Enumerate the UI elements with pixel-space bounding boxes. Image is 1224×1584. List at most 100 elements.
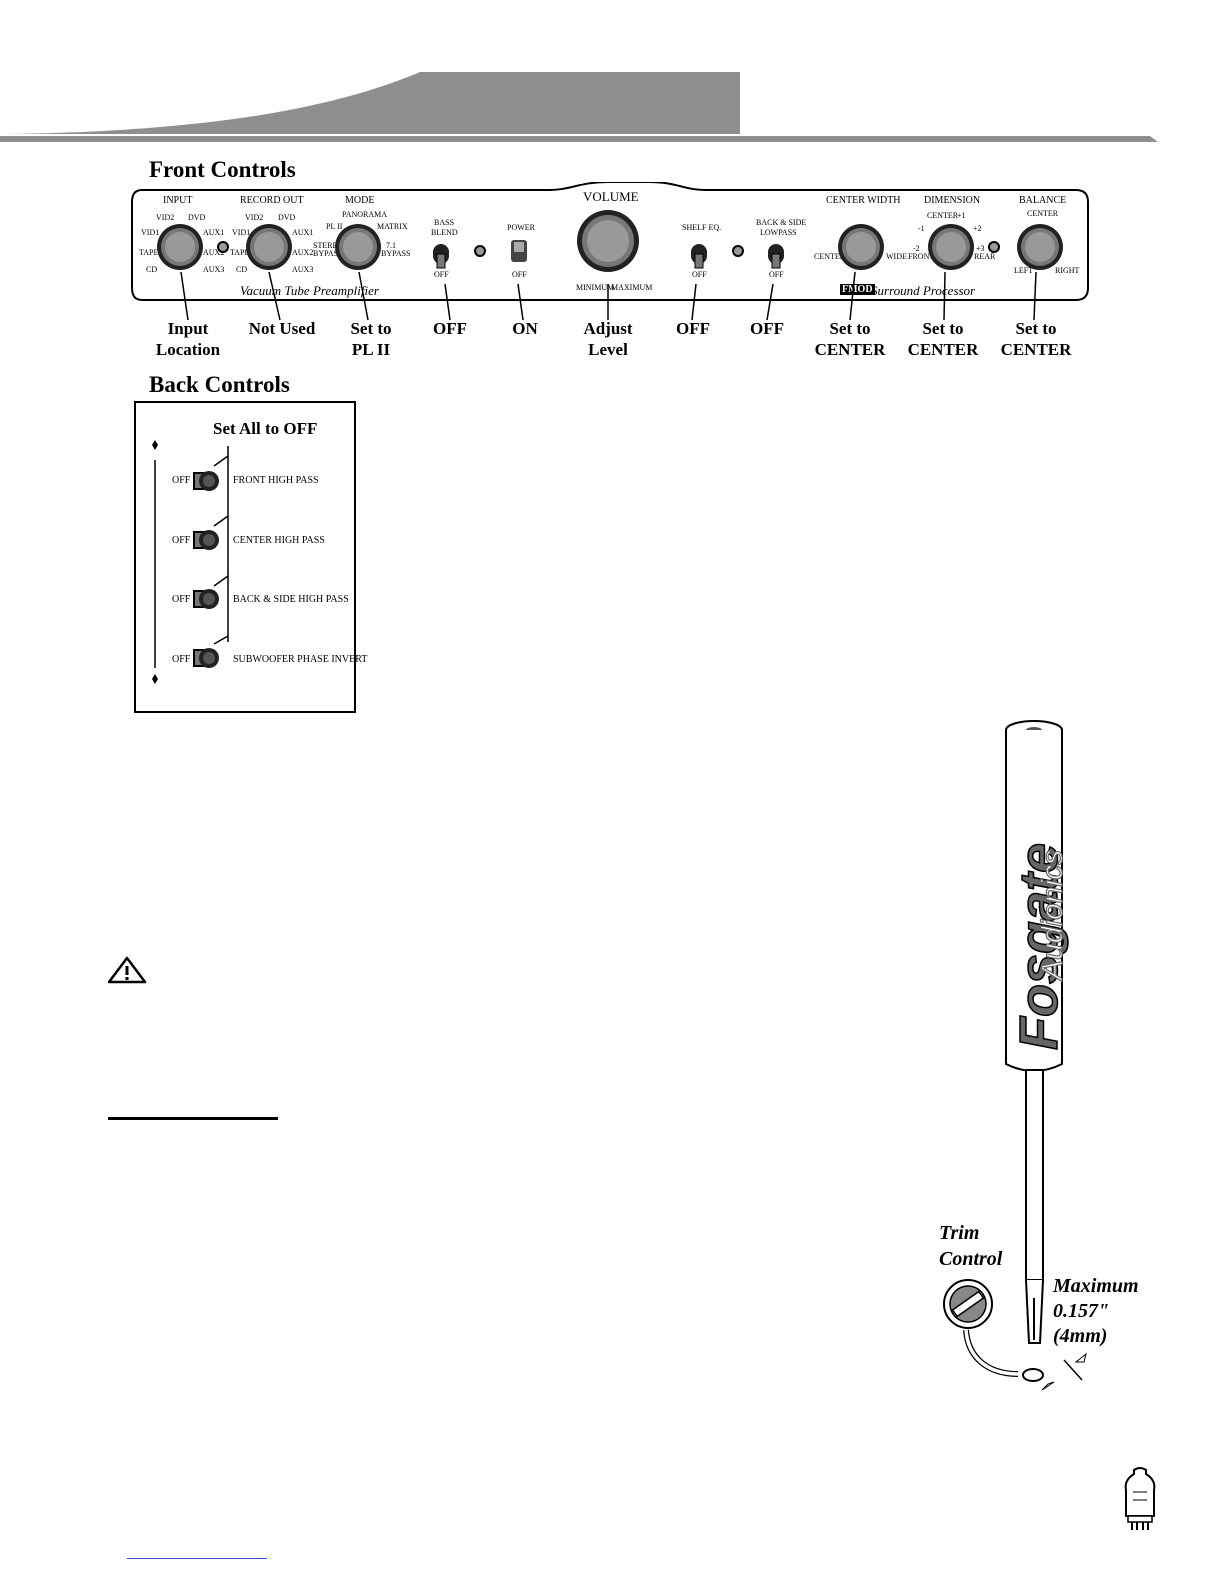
callout-record-out: Not Used [248, 319, 316, 338]
center-width-knob[interactable] [836, 222, 886, 272]
warning-triangle-icon [108, 956, 147, 984]
volume-knob[interactable] [576, 208, 640, 280]
subwoofer-phase-switch[interactable] [193, 645, 223, 671]
callout-bass-blend: OFF [433, 319, 467, 338]
back-side-switch[interactable] [766, 240, 786, 270]
input-tick-aux3: AUX3 [203, 265, 225, 274]
back-side-high-pass-switch[interactable] [193, 586, 223, 612]
back-off-label-1: OFF [172, 475, 191, 486]
front-controls-title: Front Controls [149, 157, 296, 182]
width-tick-center: CENTER [814, 252, 846, 261]
back-instruction: Set All to OFF [213, 419, 318, 438]
bal-tick-right: RIGHT [1055, 266, 1080, 275]
mode-tick-seven: 7.1 [386, 241, 396, 250]
dimension-led-icon [988, 241, 1000, 253]
trim-control-detail [943, 1279, 1087, 1390]
rec-tick-tape: TAPE [230, 248, 250, 257]
section-rule [108, 1117, 278, 1120]
mode-tick-bypass2: BYPASS [381, 249, 411, 258]
rec-tick-dvd: DVD [278, 213, 296, 222]
input-tick-aux2: AUX2 [203, 248, 225, 257]
back-switch-label-1: FRONT HIGH PASS [233, 475, 319, 486]
rec-tick-cd: CD [236, 265, 248, 274]
screwdriver-brand: Fosgate [1008, 842, 1070, 1051]
screwdriver-sub-brand: Audionics [1035, 849, 1069, 980]
dim-tick-center: CENTER [927, 211, 959, 220]
mode-tick-pl2: PL II [326, 222, 343, 231]
dim-tick-m2: -2 [913, 244, 920, 253]
bass-led-icon [474, 245, 486, 257]
shelf-off-label: OFF [692, 270, 707, 279]
screwdriver-illustration [1005, 720, 1063, 1344]
shelf-eq-label: SHELF EQ. [682, 223, 722, 232]
back-switch-label-3: BACK & SIDE HIGH PASS [233, 594, 349, 605]
back-off-label-2: OFF [172, 535, 191, 546]
header-band [0, 72, 1158, 142]
back-side-label-1: BACK & SIDE [756, 218, 807, 227]
input-label: INPUT [163, 195, 193, 206]
width-tick-wide: WIDE [886, 252, 907, 261]
dim-tick-rear: REAR [974, 252, 996, 261]
dimension-knob[interactable] [926, 222, 976, 272]
back-panel [134, 401, 356, 713]
mode-knob[interactable] [333, 222, 383, 272]
volume-min-label: MINIMUM [576, 283, 615, 292]
callout-power: ON [512, 319, 538, 338]
mode-tick-matrix: MATRIX [377, 222, 408, 231]
bass-off-label: OFF [434, 270, 449, 279]
balance-knob[interactable] [1015, 222, 1065, 272]
volume-label: VOLUME [583, 189, 639, 204]
surround-processor-text: Surround Processor [871, 283, 976, 298]
rec-tick-vid1: VID1 [232, 228, 251, 237]
shelf-eq-switch[interactable] [689, 240, 709, 270]
back-switch-label-4: SUBWOOFER PHASE INVERT [233, 654, 368, 665]
bass-blend-label-2: BLEND [431, 228, 458, 237]
input-tick-tape: TAPE [139, 248, 159, 257]
power-off-label: OFF [512, 270, 527, 279]
input-led-icon [217, 241, 229, 253]
rec-tick-vid2: VID2 [245, 213, 264, 222]
volume-max-label: MAXIMUM [611, 283, 653, 292]
back-side-off-label: OFF [769, 270, 784, 279]
input-knob[interactable] [155, 222, 205, 272]
front-high-pass-switch[interactable] [193, 468, 223, 494]
callout-back-side: OFF [750, 319, 784, 338]
power-switch[interactable] [509, 238, 529, 264]
power-label: POWER [507, 223, 535, 232]
back-switch-bracket [152, 440, 229, 684]
back-off-label-3: OFF [172, 594, 191, 605]
dim-tick-p1: +1 [957, 211, 966, 220]
dim-tick-front: FRONT [908, 252, 935, 261]
dim-tick-p2: +2 [973, 224, 982, 233]
record-out-knob[interactable] [244, 222, 294, 272]
center-high-pass-switch[interactable] [193, 527, 223, 553]
dim-tick-m1: -1 [918, 224, 925, 233]
input-tick-dvd: DVD [188, 213, 206, 222]
callout-leaders [180, 271, 1037, 321]
rec-tick-aux3: AUX3 [292, 265, 314, 274]
record-out-label: RECORD OUT [240, 195, 304, 206]
input-tick-vid2: VID2 [156, 213, 175, 222]
dimension-label: DIMENSION [924, 195, 981, 206]
back-controls-title: Back Controls [149, 372, 290, 397]
logo-badge: FMOD [840, 284, 875, 295]
mode-tick-panorama: PANORAMA [342, 210, 388, 219]
back-switch-label-2: CENTER HIGH PASS [233, 535, 325, 546]
mode-label: MODE [345, 195, 375, 206]
bass-blend-switch[interactable] [431, 240, 451, 270]
vacuum-tube-icon [1124, 1467, 1156, 1530]
callout-shelf-eq: OFF [676, 319, 710, 338]
footer-link-rule[interactable] [127, 1558, 267, 1559]
bal-tick-left: LEFT [1014, 266, 1034, 275]
shelf-led-icon [732, 245, 744, 257]
mode-tick-stereo: STEREO [313, 241, 344, 250]
mode-tick-bypass: BYPASS [313, 249, 343, 258]
